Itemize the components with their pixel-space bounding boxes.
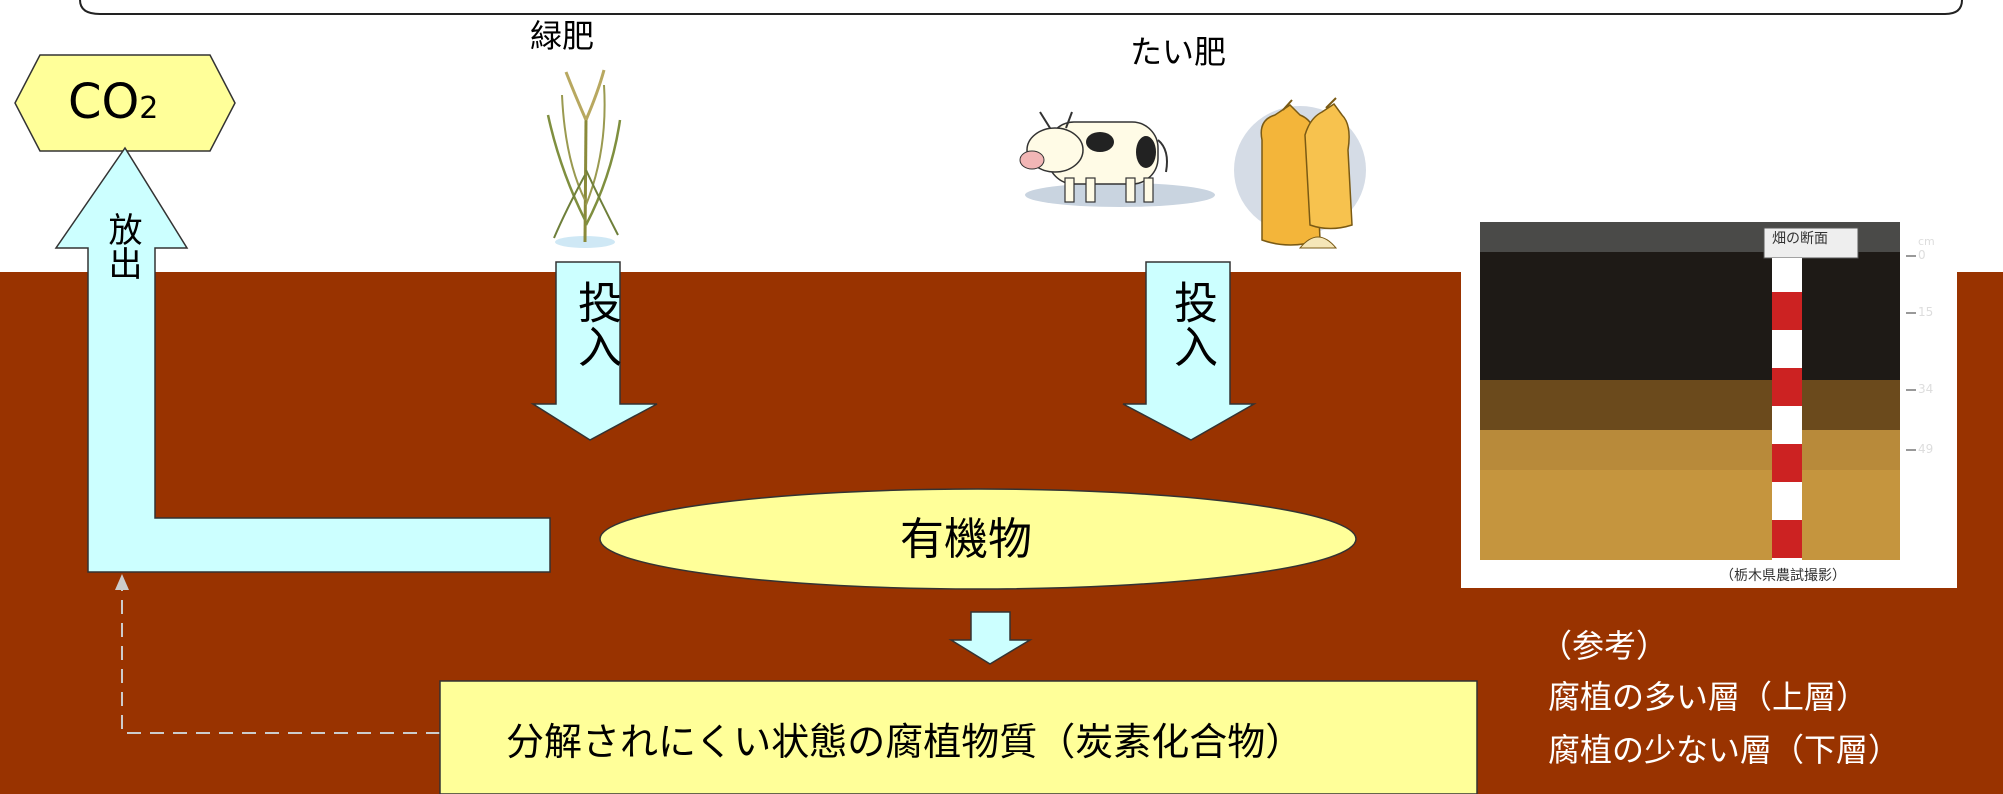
organic-matter-label: 有機物 (900, 514, 1032, 565)
photo-scale-mark-0: 0 (1918, 248, 1926, 262)
note-line-lower: 腐植の少ない層（下層） (1548, 731, 1901, 769)
photo-scale-mark-49: 49 (1918, 442, 1934, 456)
co2-label-subscript: 2 (139, 91, 159, 126)
dashed-return-arrowhead (115, 574, 129, 590)
green-manure-label: 緑肥 (530, 17, 595, 55)
dashed-return-line (121, 582, 440, 734)
input-label-left: 投入 (570, 280, 621, 368)
soil-profile-photo (1461, 213, 1957, 588)
humus-label: 分解されにくい状態の腐植物質（炭素化合物） (506, 720, 1304, 764)
compost-label: たい肥 (1130, 33, 1227, 71)
co2-label: CO2 (68, 74, 158, 137)
cow-icon (1019, 111, 1215, 207)
co2-hexagon (14, 54, 236, 152)
photo-sign-text: 畑の断面 (1772, 231, 1828, 247)
decompose-arrow (948, 611, 1033, 665)
photo-scale-mark-34: 34 (1918, 382, 1934, 396)
release-label: 放出 (102, 212, 142, 280)
input-arrow-green-manure (530, 261, 658, 441)
photo-scale-unit: cm (1918, 235, 1935, 248)
photo-scale-mark-15: 15 (1918, 305, 1934, 319)
rice-plant-icon (546, 69, 622, 248)
co2-label-main: CO (68, 74, 140, 130)
release-arrow (54, 146, 551, 573)
frame-border (79, 0, 1963, 15)
compost-bags-icon (1234, 97, 1366, 249)
photo-caption: （栃木県農試撮影） (1720, 568, 1846, 584)
input-label-right: 投入 (1166, 280, 1217, 368)
note-title: （参考） (1540, 627, 1669, 665)
input-arrow-compost (1122, 261, 1257, 441)
humus-box (439, 680, 1478, 794)
organic-matter-ellipse (599, 488, 1357, 590)
note-line-upper: 腐植の多い層（上層） (1548, 678, 1869, 716)
